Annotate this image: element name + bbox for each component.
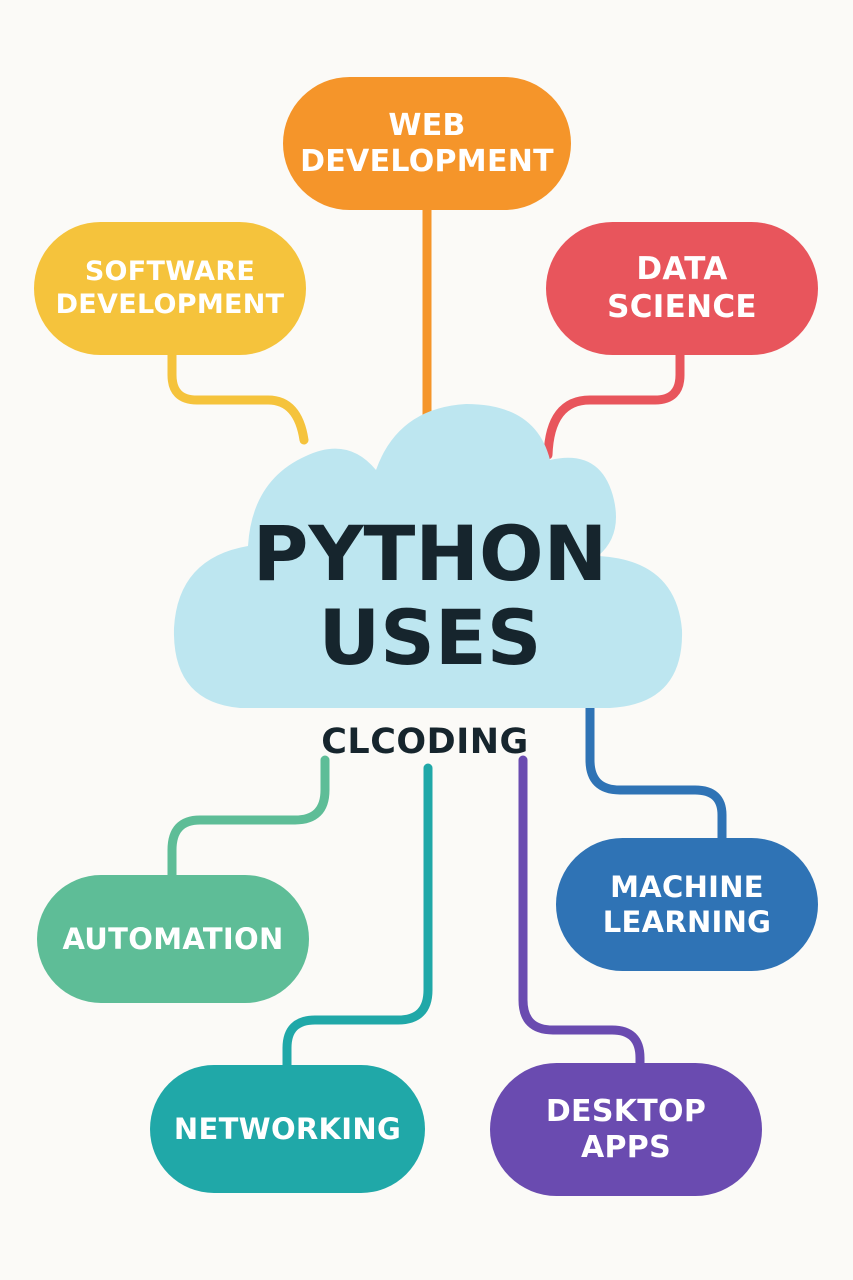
node-label-line: SOFTWARE xyxy=(84,256,256,288)
node-web-development: WEB DEVELOPMENT xyxy=(283,77,571,210)
title-line-2: USES xyxy=(318,593,542,682)
node-networking: NETWORKING xyxy=(150,1065,425,1193)
connector-networking xyxy=(282,763,433,1080)
node-label-line: DEVELOPMENT xyxy=(300,143,554,179)
connector-machine-learning xyxy=(585,695,727,850)
connector-data-science xyxy=(543,340,685,460)
node-label-line: DESKTOP xyxy=(545,1093,707,1129)
connector-software-development xyxy=(167,340,309,445)
node-software-development: SOFTWARE DEVELOPMENT xyxy=(34,222,306,355)
node-label-line: NETWORKING xyxy=(173,1111,402,1146)
node-label-line: WEB xyxy=(388,107,466,143)
node-data-science: DATA SCIENCE xyxy=(546,222,818,355)
node-machine-learning: MACHINE LEARNING xyxy=(556,838,818,971)
node-label-line: DATA xyxy=(636,251,728,288)
node-label-line: AUTOMATION xyxy=(62,921,284,956)
node-desktop-apps: DESKTOP APPS xyxy=(490,1063,762,1196)
python-cloud-shape xyxy=(173,404,683,708)
brand-label: CLCODING xyxy=(321,722,529,762)
node-label-line: SCIENCE xyxy=(607,288,757,325)
node-label-line: APPS xyxy=(581,1129,671,1165)
node-label-line: MACHINE xyxy=(610,869,764,904)
node-label-line: LEARNING xyxy=(602,904,772,939)
node-automation: AUTOMATION xyxy=(37,875,309,1003)
diagram-title: PYTHON USES xyxy=(170,512,690,680)
node-label-line: DEVELOPMENT xyxy=(55,288,285,320)
connector-automation xyxy=(167,755,330,885)
connector-desktop-apps xyxy=(518,755,645,1080)
title-line-1: PYTHON xyxy=(252,509,608,598)
